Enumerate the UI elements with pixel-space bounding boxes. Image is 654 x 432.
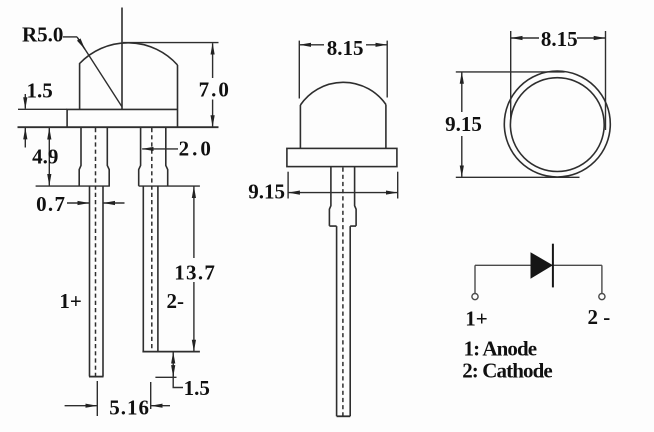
svg-text:7.0: 7.0: [199, 77, 231, 101]
svg-text:8.15: 8.15: [541, 27, 578, 51]
svg-text:9.15: 9.15: [248, 180, 285, 204]
svg-text:2-: 2-: [167, 289, 185, 313]
svg-text:1: Anode: 1: Anode: [464, 337, 537, 361]
svg-text:5.16: 5.16: [109, 396, 150, 420]
svg-text:R5.0: R5.0: [22, 22, 63, 46]
svg-text:0.7: 0.7: [36, 192, 66, 216]
svg-text:9.15: 9.15: [445, 112, 482, 136]
svg-text:4.9: 4.9: [32, 145, 58, 169]
svg-text:1.5: 1.5: [184, 376, 210, 400]
svg-text:8.15: 8.15: [327, 36, 364, 60]
svg-text:1.5: 1.5: [26, 78, 52, 102]
svg-text:13.7: 13.7: [174, 260, 216, 284]
svg-text:2 -: 2 -: [588, 305, 611, 329]
svg-text:2: Cathode: 2: Cathode: [462, 359, 552, 383]
svg-text:1+: 1+: [59, 289, 81, 313]
svg-text:2.0: 2.0: [179, 137, 214, 161]
svg-text:1+: 1+: [465, 307, 487, 331]
